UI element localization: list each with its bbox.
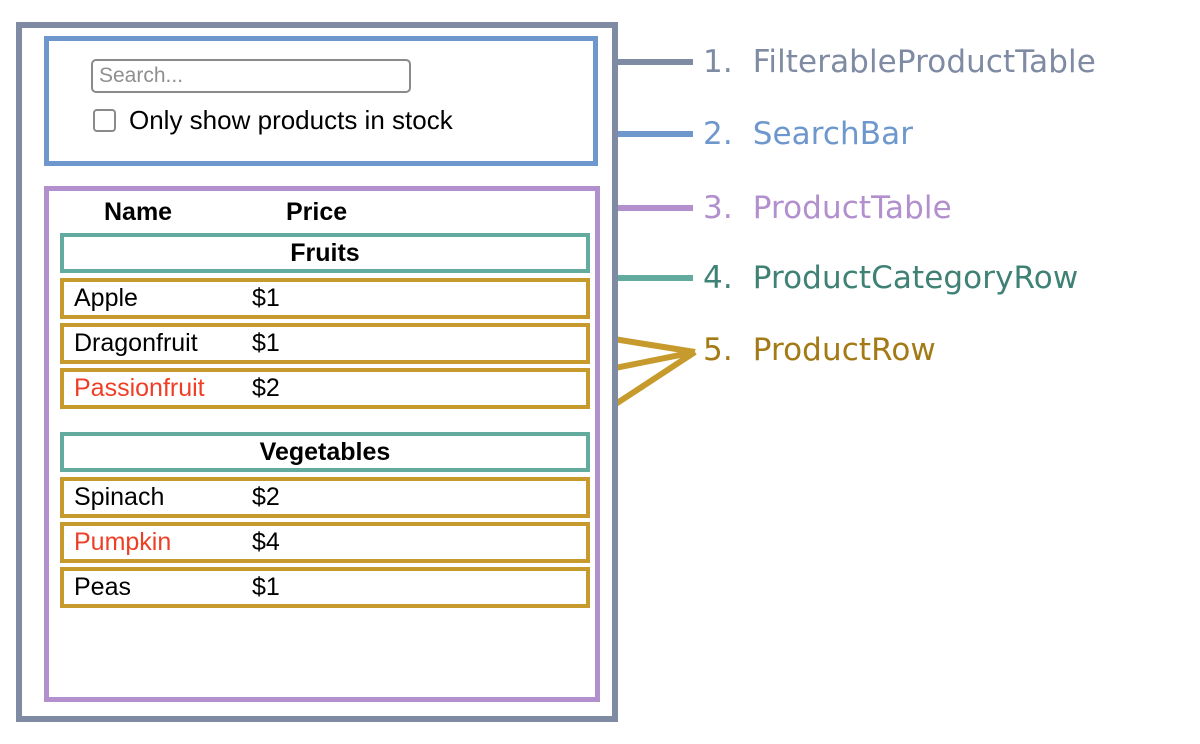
in-stock-checkbox-label: Only show products in stock <box>129 105 453 135</box>
product-price: $2 <box>252 374 280 402</box>
product-row[interactable]: Peas $1 <box>60 567 590 608</box>
product-name: Peas <box>74 573 131 601</box>
legend-number: 2. <box>703 116 743 152</box>
legend-label: ProductCategoryRow <box>752 260 1079 296</box>
legend-label: ProductRow <box>752 332 936 368</box>
legend-item-product-table: 3. ProductTable <box>703 190 952 226</box>
search-input[interactable] <box>91 59 411 93</box>
product-row[interactable]: Apple $1 <box>60 278 590 319</box>
product-table-header: Name Price <box>60 191 590 233</box>
product-price: $2 <box>252 483 280 511</box>
legend-item-filterable-product-table: 1. FilterableProductTable <box>703 44 1096 80</box>
legend-label: ProductTable <box>752 190 952 226</box>
product-row[interactable]: Spinach $2 <box>60 477 590 518</box>
product-price: $1 <box>252 329 280 357</box>
legend-number: 4. <box>703 260 743 296</box>
in-stock-checkbox[interactable] <box>93 108 116 132</box>
column-header-price: Price <box>286 197 348 226</box>
legend-number: 1. <box>703 44 743 80</box>
legend-item-product-row: 5. ProductRow <box>703 332 936 368</box>
product-price: $4 <box>252 528 280 556</box>
in-stock-filter[interactable]: Only show products in stock <box>93 107 593 133</box>
product-row[interactable]: Dragonfruit $1 <box>60 323 590 364</box>
product-name: Spinach <box>74 483 165 511</box>
product-category-row: Fruits <box>60 233 590 273</box>
search-bar: Only show products in stock <box>44 36 598 166</box>
product-table: Name Price Fruits Apple $1 Dragonfruit $… <box>44 186 600 702</box>
legend-item-search-bar: 2. SearchBar <box>703 116 913 152</box>
legend-item-product-category-row: 4. ProductCategoryRow <box>703 260 1078 296</box>
product-category-label: Vegetables <box>259 437 391 466</box>
group-spacer <box>60 413 590 432</box>
legend-number: 3. <box>703 190 743 226</box>
product-name: Passionfruit <box>74 374 205 402</box>
product-price: $1 <box>252 284 280 312</box>
product-category-row: Vegetables <box>60 432 590 472</box>
product-price: $1 <box>252 573 280 601</box>
column-header-name: Name <box>104 197 173 226</box>
legend-label: SearchBar <box>752 116 914 152</box>
product-row[interactable]: Passionfruit $2 <box>60 368 590 409</box>
product-category-label: Fruits <box>290 238 360 267</box>
legend-label: FilterableProductTable <box>752 44 1096 80</box>
product-name: Apple <box>74 284 138 312</box>
product-row[interactable]: Pumpkin $4 <box>60 522 590 563</box>
legend-number: 5. <box>703 332 743 368</box>
product-name: Pumpkin <box>74 528 172 556</box>
product-name: Dragonfruit <box>74 329 198 357</box>
